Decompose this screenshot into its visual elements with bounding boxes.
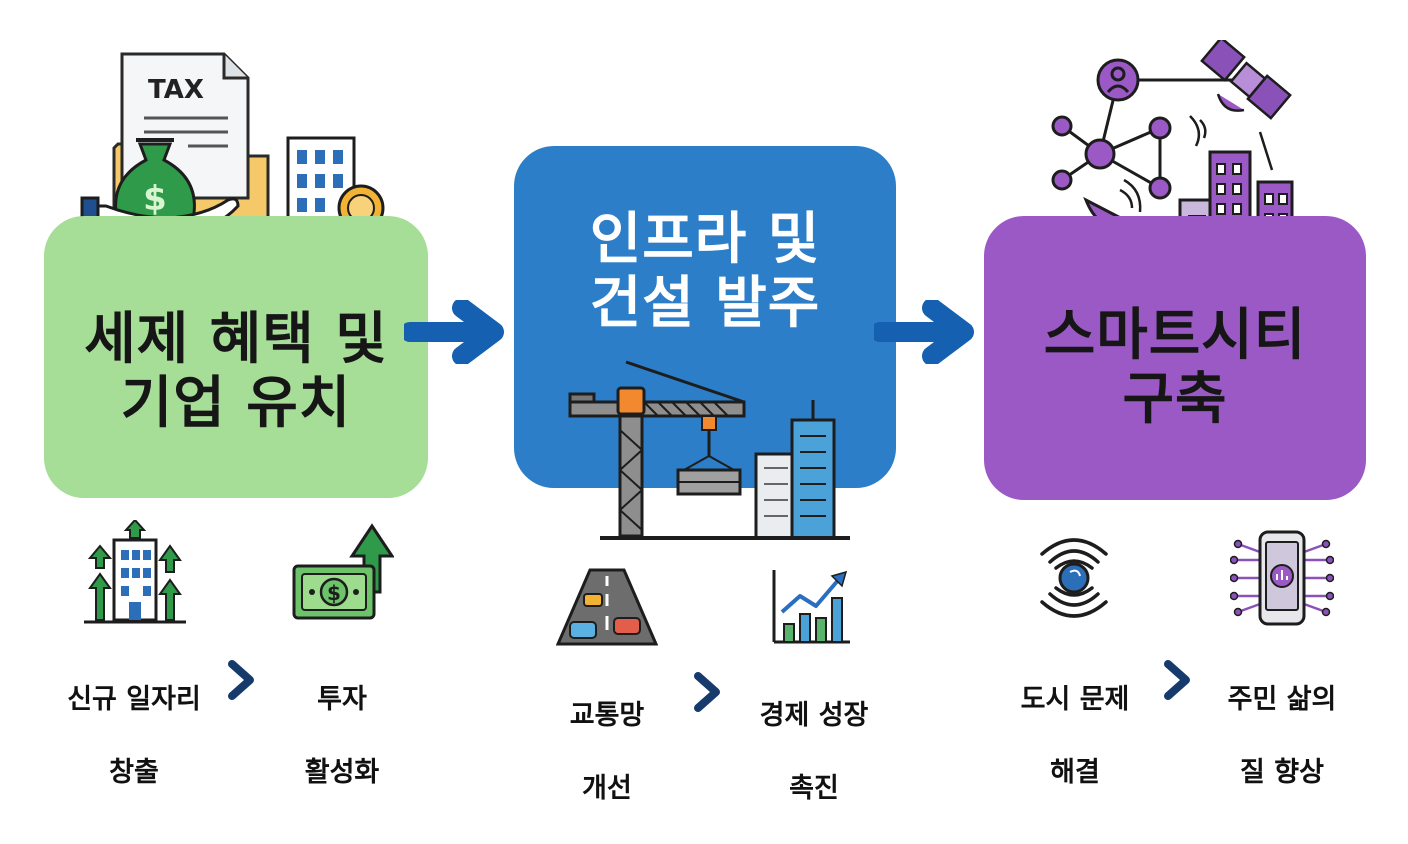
stage-title: 스마트시티 구축 — [1043, 302, 1307, 432]
stage-title: 세제 혜택 및 기업 유치 — [84, 306, 388, 436]
job-growth-building-icon — [84, 520, 186, 624]
outcome-economic-growth: 경제 성장 촉진 — [759, 700, 869, 805]
dollar-sign: $ — [143, 179, 167, 219]
outcome-urban-problems: 도시 문제 해결 — [1020, 684, 1130, 789]
tax-label: TAX — [148, 75, 204, 105]
sensor-signal-icon — [1040, 538, 1108, 618]
stage-smart-city: 스마트시티 구축 — [984, 216, 1366, 500]
network-icon — [1051, 58, 1240, 200]
growth-chart-icon — [772, 570, 850, 644]
outcome-quality-of-life: 주민 삶의 질 향상 — [1227, 684, 1337, 789]
outcome-traffic: 교통망 개선 — [569, 700, 645, 805]
dollar-sign: $ — [327, 581, 341, 605]
skyscraper-icon — [754, 400, 836, 540]
stage-tax-incentives: 세제 혜택 및 기업 유치 — [44, 216, 428, 498]
arrow-right-icon — [404, 300, 504, 364]
chevron-right-icon — [228, 660, 254, 700]
arrow-right-icon — [874, 300, 974, 364]
satellite-icon — [1200, 40, 1292, 120]
road-traffic-icon — [556, 568, 658, 646]
outcome-new-jobs: 신규 일자리 창출 — [67, 684, 201, 789]
stage-title: 인프라 및 건설 발주 — [589, 207, 821, 337]
money-bag-icon: $ — [114, 138, 196, 238]
smartphone-icon — [1230, 530, 1334, 626]
chevron-right-icon — [1164, 660, 1190, 700]
investment-money-icon: $ — [292, 523, 394, 620]
outcome-investment: 투자 활성화 — [304, 684, 380, 789]
chevron-right-icon — [694, 672, 720, 712]
crane-construction-illustration — [568, 360, 850, 540]
crane-icon — [568, 360, 850, 540]
